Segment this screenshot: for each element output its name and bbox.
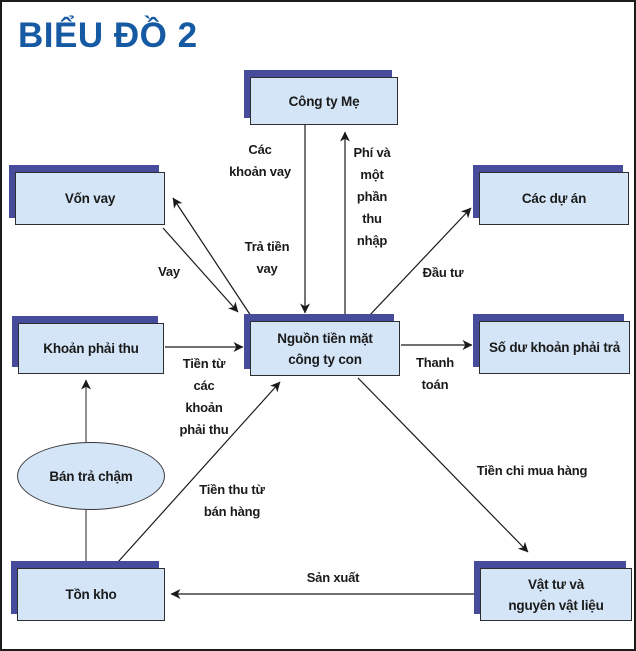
node-so-du-khoan-phai-tra-label: Số dư khoản phải trả [488, 340, 621, 355]
arrow-center-to-du-an [367, 207, 472, 318]
arrow-ton-kho-to-center [117, 381, 281, 563]
node-ban-tra-cham-label: Bán trả chậm [49, 468, 133, 484]
node-ton-kho-label: Tồn kho [65, 587, 117, 602]
edge-label-thanh-toan: Thanh toán [416, 355, 454, 392]
node-vat-tu-label: Vật tư và nguyên vật liệu [508, 576, 604, 613]
edge-label-phi-va: Phí và một phần thu nhập [353, 145, 391, 248]
edge-label-tien-chi: Tiền chi mua hàng [476, 463, 588, 478]
node-von-vay-label: Vốn vay [64, 191, 116, 206]
node-ton-kho: Tồn kho [17, 568, 165, 621]
node-so-du-khoan-phai-tra: Số dư khoản phải trả [479, 321, 630, 374]
edge-label-vay: Vay [158, 264, 180, 279]
node-vat-tu: Vật tư và nguyên vật liệu [480, 568, 632, 621]
node-cong-ty-me: Công ty Mẹ [250, 77, 398, 125]
arrow-center-to-von-vay [172, 197, 254, 320]
arrow-von-vay-to-center [162, 227, 239, 313]
page-title: BIỂU ĐỒ 2 [18, 16, 198, 55]
node-nguon-tien-mat: Nguồn tiền mặt công ty con [250, 321, 400, 376]
node-cac-du-an-label: Các dự án [521, 191, 587, 206]
arrow-center-to-vat-tu [357, 377, 529, 553]
edge-label-tra-tien-vay: Trả tiền vay [244, 239, 290, 276]
node-khoan-phai-thu-label: Khoản phải thu [43, 341, 139, 356]
node-nguon-tien-mat-label: Nguồn tiền mặt công ty con [277, 330, 373, 367]
edge-label-san-xuat: Sản xuất [306, 570, 360, 585]
edge-label-cac-khoan-vay: Các khoản vay [229, 142, 291, 179]
node-cong-ty-me-label: Công ty Mẹ [288, 93, 360, 109]
edge-label-tien-tu: Tiền từ các khoản phải thu [179, 356, 229, 437]
edge-label-dau-tu: Đầu tư [422, 265, 464, 280]
node-khoan-phai-thu: Khoản phải thu [18, 323, 164, 374]
edge-label-tien-thu: Tiền thu từ bán hàng [199, 482, 265, 519]
node-ban-tra-cham: Bán trả chậm [17, 442, 165, 510]
node-cac-du-an: Các dự án [479, 172, 629, 225]
node-von-vay: Vốn vay [15, 172, 165, 225]
